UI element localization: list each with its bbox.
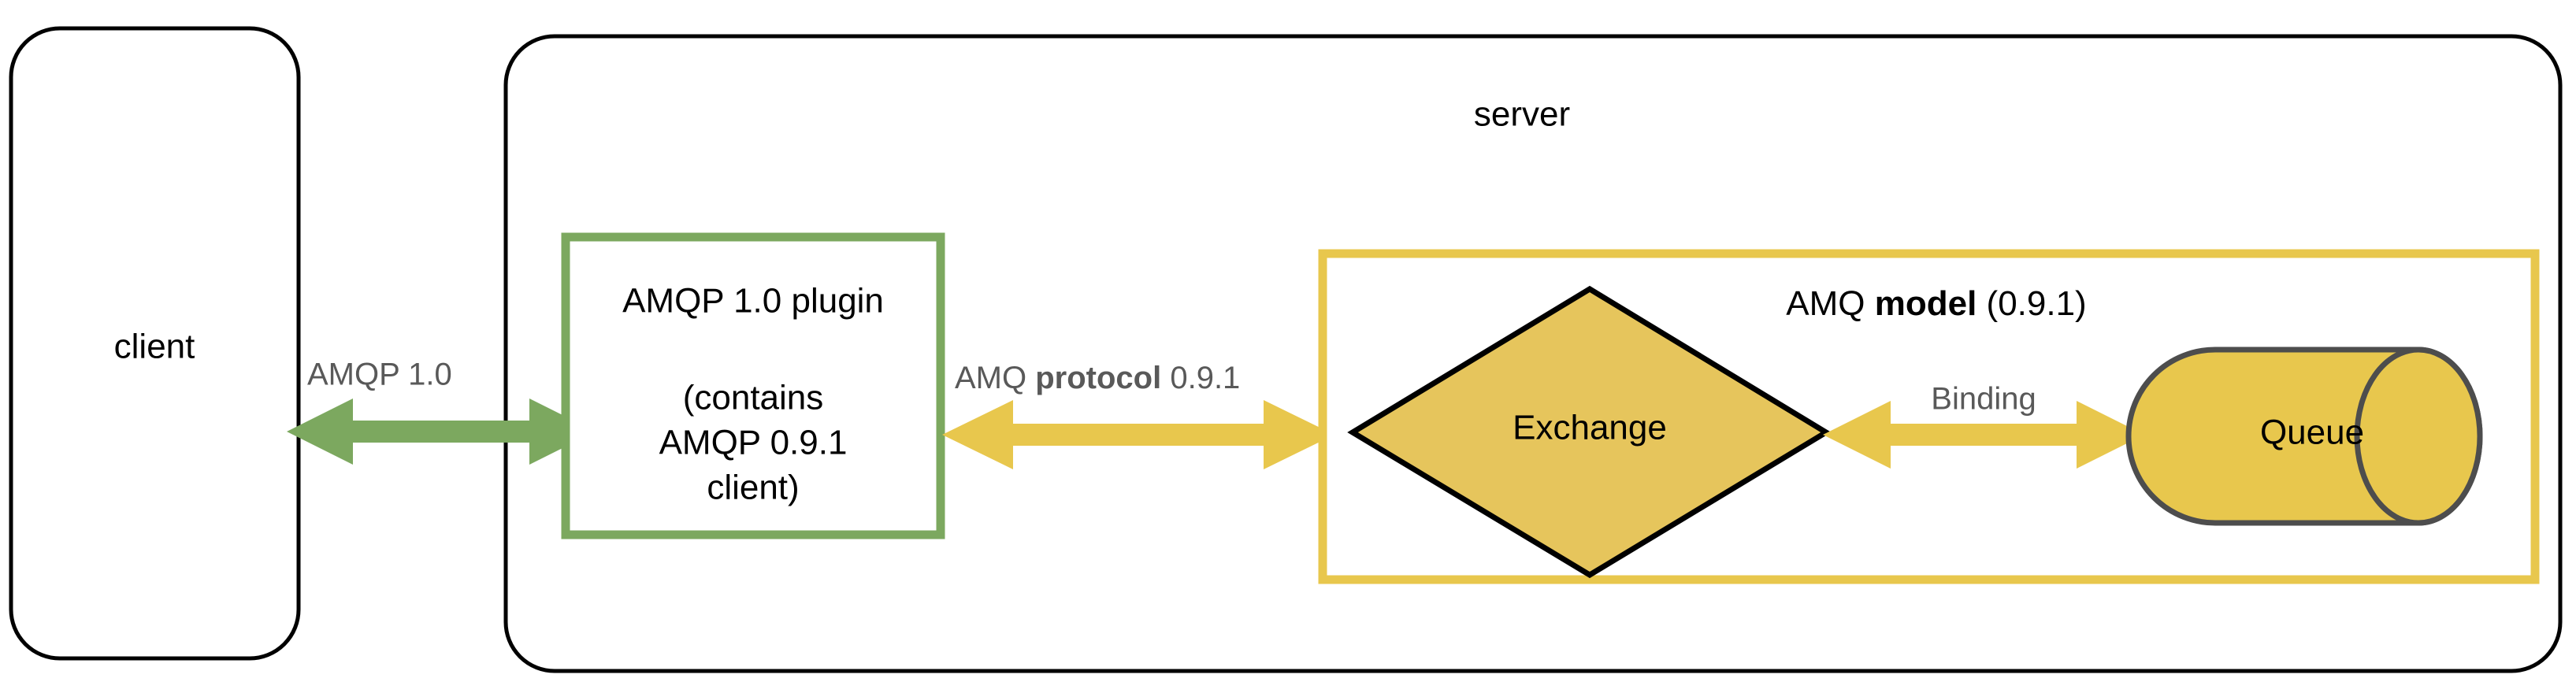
server-label: server	[1474, 95, 1570, 134]
amqp-plugin-box[interactable]	[561, 232, 945, 539]
queue-cylinder[interactable]	[2125, 347, 2483, 526]
plugin-model-arrowhead-right	[1264, 400, 1334, 469]
client-plugin-arrowhead-left	[287, 398, 353, 465]
amqp-plugin-contains-line2: AMQP 0.9.1	[659, 424, 848, 462]
exchange-diamond[interactable]	[1347, 285, 1832, 579]
amq-model-prefix: AMQ	[1786, 284, 1874, 323]
queue-end-cap	[2354, 347, 2483, 526]
amq-model-label: AMQ model (0.9.1)	[1786, 284, 2086, 323]
edge-client-to-plugin-label: AMQP 1.0	[307, 358, 452, 392]
edge-exchange-to-queue-label: Binding	[1931, 382, 2036, 417]
client-label: client	[114, 328, 195, 366]
plugin-model-arrow-shaft	[994, 424, 1276, 446]
binding-arrowhead-left	[1823, 401, 1891, 469]
binding-arrow-shaft	[1873, 424, 2094, 446]
queue-label: Queue	[2260, 413, 2364, 452]
client-container[interactable]	[9, 26, 301, 661]
plugin-model-arrowhead-left	[942, 400, 1013, 469]
svg-text:AMQ protocol 0.9.1: AMQ protocol 0.9.1	[955, 361, 1240, 395]
client-plugin-arrow-shaft	[331, 421, 551, 443]
amq-protocol-bold: protocol	[1035, 361, 1161, 395]
amqp-plugin-contains-line1: (contains	[683, 379, 824, 417]
binding-arrowhead-right	[2077, 401, 2144, 469]
edge-exchange-to-queue[interactable]	[1823, 401, 2144, 469]
edge-plugin-to-model-label: AMQ protocol 0.9.1	[955, 361, 1240, 395]
amq-model-bold: model	[1875, 284, 1977, 323]
amqp-plugin-contains-line3: client)	[707, 469, 799, 507]
amq-protocol-prefix: AMQ	[955, 361, 1035, 395]
exchange-label: Exchange	[1513, 409, 1667, 447]
edge-plugin-to-model[interactable]	[942, 400, 1334, 469]
amqp-plugin-title: AMQP 1.0 plugin	[622, 282, 884, 321]
svg-text:AMQ model (0.9.1): AMQ model (0.9.1)	[1786, 284, 2086, 323]
amq-protocol-suffix: 0.9.1	[1161, 361, 1240, 395]
amq-model-suffix: (0.9.1)	[1977, 284, 2086, 323]
